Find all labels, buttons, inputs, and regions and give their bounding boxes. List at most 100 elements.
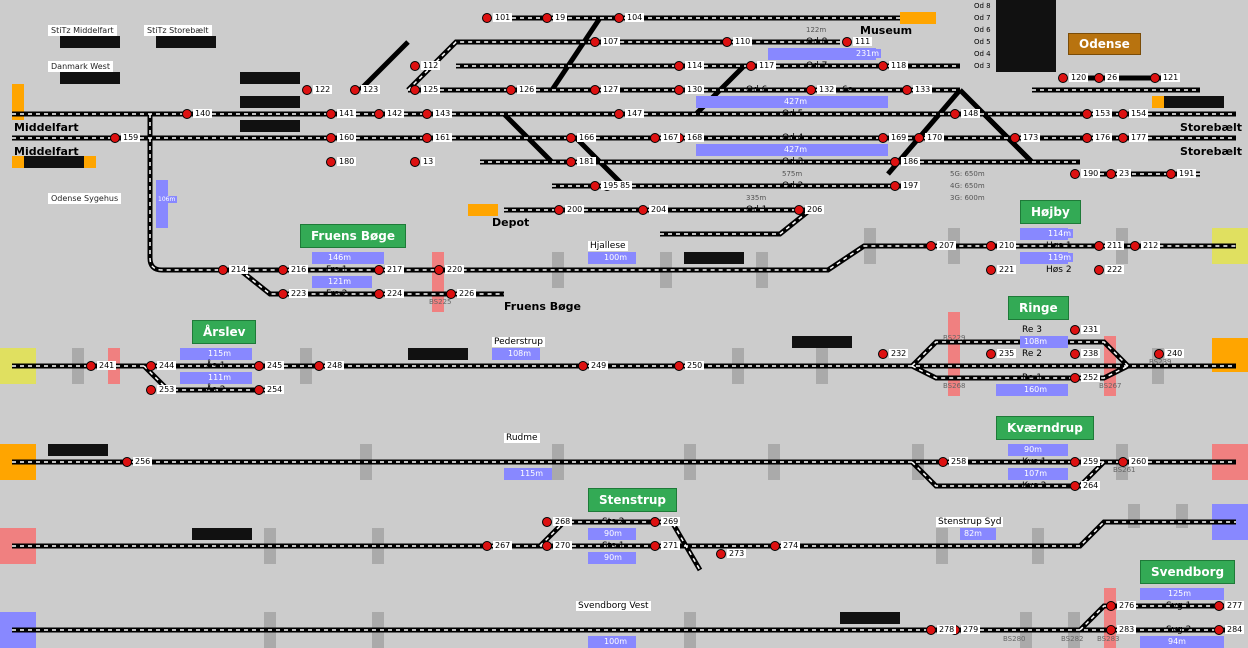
signal-number[interactable]: 114	[685, 61, 705, 70]
signal-lamp[interactable]	[1094, 265, 1104, 275]
signal-number[interactable]: 273	[727, 549, 747, 558]
signal-number[interactable]: 260	[1129, 457, 1149, 466]
signal-number[interactable]: 200	[565, 205, 585, 214]
station-svendborg[interactable]: Svendborg	[1140, 560, 1236, 584]
signal-lamp[interactable]	[326, 109, 336, 119]
signal-number[interactable]: 259	[1081, 457, 1101, 466]
signal-number[interactable]: 216	[289, 265, 309, 274]
signal-lamp[interactable]	[566, 133, 576, 143]
signal-lamp[interactable]	[1070, 373, 1080, 383]
signal-number[interactable]: 123	[361, 85, 381, 94]
track-frs2[interactable]: Frs 2	[326, 289, 348, 299]
track-svg2[interactable]: Svg 2	[1166, 625, 1192, 635]
signal-lamp[interactable]	[890, 157, 900, 167]
signal-number[interactable]: 118	[889, 61, 909, 70]
signal-lamp[interactable]	[314, 361, 324, 371]
signal-lamp[interactable]	[806, 85, 816, 95]
signal-number[interactable]: 214	[229, 265, 249, 274]
signal-number[interactable]: 13	[421, 157, 436, 166]
signal-number[interactable]: 130	[685, 85, 705, 94]
signal-number[interactable]: 241	[97, 361, 117, 370]
signal-lamp[interactable]	[566, 157, 576, 167]
track-svg1[interactable]: Svg 1	[1166, 601, 1192, 611]
signal-lamp[interactable]	[302, 85, 312, 95]
signal-lamp[interactable]	[350, 85, 360, 95]
signal-lamp[interactable]	[1118, 109, 1128, 119]
signal-lamp[interactable]	[1106, 625, 1116, 635]
signal-number[interactable]: 110	[733, 37, 753, 46]
signal-number[interactable]: 250	[685, 361, 705, 370]
signal-lamp[interactable]	[482, 13, 492, 23]
signal-lamp[interactable]	[1070, 325, 1080, 335]
signal-number[interactable]: 166	[577, 133, 597, 142]
signal-lamp[interactable]	[374, 109, 384, 119]
signal-number[interactable]: 190	[1081, 169, 1101, 178]
signal-lamp[interactable]	[1010, 133, 1020, 143]
signal-lamp[interactable]	[950, 109, 960, 119]
signal-lamp[interactable]	[410, 157, 420, 167]
signal-lamp[interactable]	[410, 85, 420, 95]
signal-lamp[interactable]	[1094, 73, 1104, 83]
station-arslev[interactable]: Årslev	[192, 320, 257, 344]
edge-block[interactable]	[1152, 96, 1164, 108]
signal-number[interactable]: 185	[613, 181, 633, 190]
edge-block[interactable]	[12, 84, 24, 120]
signal-lamp[interactable]	[878, 349, 888, 359]
track-od4[interactable]: Od 4	[782, 133, 804, 143]
signal-number[interactable]: 221	[997, 265, 1017, 274]
signal-lamp[interactable]	[1130, 241, 1140, 251]
signal-lamp[interactable]	[1150, 73, 1160, 83]
signal-number[interactable]: 23	[1117, 169, 1132, 178]
track-as2[interactable]: Ås 2	[206, 385, 226, 395]
track-od6a[interactable]: 6a	[842, 85, 854, 95]
signal-number[interactable]: 127	[601, 85, 621, 94]
signal-number[interactable]: 277	[1225, 601, 1245, 610]
signal-number[interactable]: 148	[961, 109, 981, 118]
signal-number[interactable]: 284	[1225, 625, 1245, 634]
signal-number[interactable]: 176	[1093, 133, 1113, 142]
signal-number[interactable]: 269	[661, 517, 681, 526]
track-hos2[interactable]: Høs 2	[1046, 265, 1072, 275]
signal-lamp[interactable]	[614, 109, 624, 119]
signal-number[interactable]: 168	[685, 133, 705, 142]
station-fruens-boge[interactable]: Fruens Bøge	[300, 224, 407, 248]
signal-number[interactable]: 141	[337, 109, 357, 118]
signal-lamp[interactable]	[614, 13, 624, 23]
signal-lamp[interactable]	[374, 289, 384, 299]
station-kvaerndrup[interactable]: Kværndrup	[996, 416, 1094, 440]
signal-lamp[interactable]	[122, 457, 132, 467]
signal-number[interactable]: 120	[1069, 73, 1089, 82]
signal-number[interactable]: 170	[925, 133, 945, 142]
panel-danmark-west[interactable]: Danmark West	[48, 61, 113, 72]
signal-number[interactable]: 147	[625, 109, 645, 118]
signal-number[interactable]: 104	[625, 13, 645, 22]
signal-number[interactable]: 180	[337, 157, 357, 166]
signal-number[interactable]: 244	[157, 361, 177, 370]
edge-block[interactable]	[468, 204, 498, 216]
signal-lamp[interactable]	[650, 133, 660, 143]
signal-lamp[interactable]	[674, 61, 684, 71]
signal-number[interactable]: 19	[553, 13, 568, 22]
signal-number[interactable]: 112	[421, 61, 441, 70]
signal-lamp[interactable]	[374, 265, 384, 275]
signal-lamp[interactable]	[542, 541, 552, 551]
signal-number[interactable]: 173	[1021, 133, 1041, 142]
track-re3[interactable]: Re 3	[1022, 325, 1042, 335]
track-re2[interactable]: Re 2	[1022, 349, 1042, 359]
edge-block[interactable]	[900, 12, 936, 24]
signal-lamp[interactable]	[254, 385, 264, 395]
signal-lamp[interactable]	[326, 157, 336, 167]
signal-number[interactable]: 223	[289, 289, 309, 298]
track-od3[interactable]: Od 3	[782, 157, 804, 167]
signal-number[interactable]: 197	[901, 181, 921, 190]
signal-lamp[interactable]	[278, 265, 288, 275]
signal-lamp[interactable]	[794, 205, 804, 215]
signal-number[interactable]: 226	[457, 289, 477, 298]
signal-lamp[interactable]	[1070, 481, 1080, 491]
track-od6[interactable]: Od 6	[746, 85, 768, 95]
track-frs1[interactable]: Frs 1	[326, 265, 348, 275]
signal-lamp[interactable]	[986, 265, 996, 275]
signal-lamp[interactable]	[590, 85, 600, 95]
signal-number[interactable]: 169	[889, 133, 909, 142]
panel-odense-sygehus[interactable]: Odense Sygehus	[48, 193, 122, 204]
